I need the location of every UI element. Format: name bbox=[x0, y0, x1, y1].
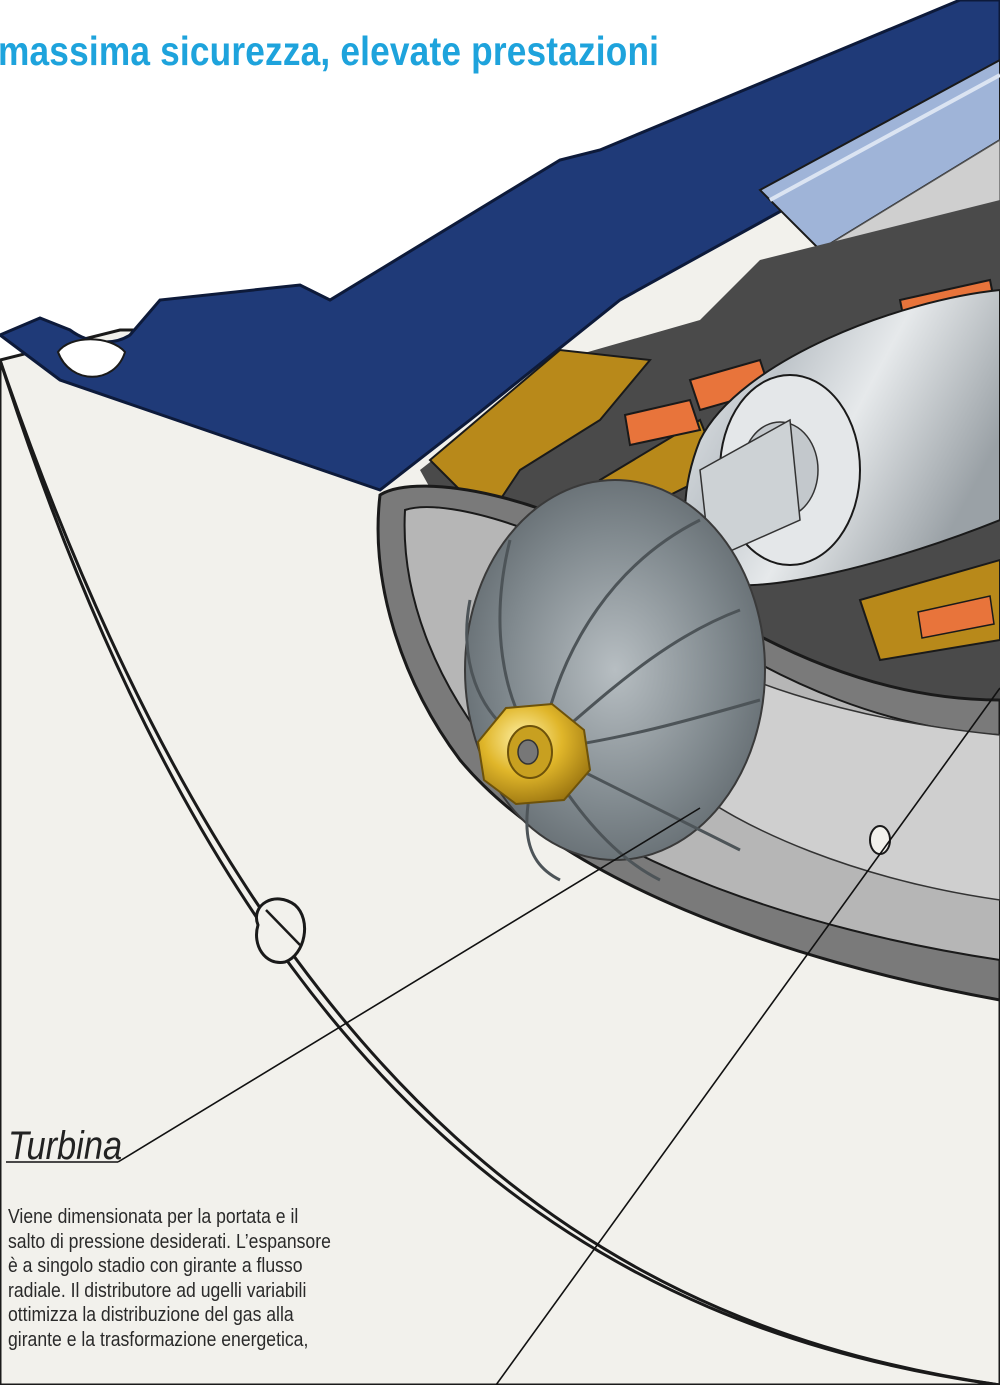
callout-line: girante e la trasformazione energetica, bbox=[8, 1328, 309, 1351]
callout-title: Turbina bbox=[8, 1124, 123, 1168]
second-leader-line bbox=[495, 687, 1000, 1385]
housing-outer-edge bbox=[0, 359, 1000, 1385]
callout-line: ottimizza la distribuzione del gas alla bbox=[8, 1304, 294, 1326]
impeller-nut bbox=[476, 702, 592, 806]
callout-line: salto di pressione desiderati. L’espanso… bbox=[8, 1230, 331, 1253]
callout-line: è a singolo stadio con girante a flusso bbox=[8, 1255, 303, 1277]
turbina-leader-line bbox=[117, 807, 701, 1163]
callout-line: radiale. Il distributore ad ugelli varia… bbox=[8, 1279, 307, 1302]
page-headline: massima sicurezza, elevate prestazioni bbox=[0, 28, 660, 74]
callout-body: Viene dimensionata per la portata e il s… bbox=[8, 1205, 413, 1352]
navy-casing bbox=[0, 0, 1000, 492]
callout-line: Viene dimensionata per la portata e il bbox=[8, 1206, 299, 1228]
